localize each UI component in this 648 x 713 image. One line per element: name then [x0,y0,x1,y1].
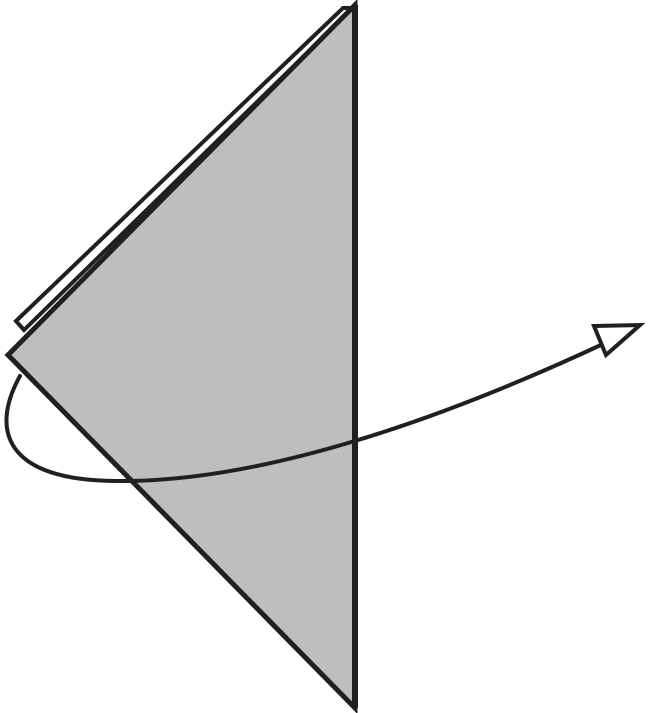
fold-arrow-head [591,322,646,359]
folded-paper-triangle [4,0,358,713]
fold-arrow-icon [4,322,646,484]
fold-arrow-curve [4,342,605,484]
